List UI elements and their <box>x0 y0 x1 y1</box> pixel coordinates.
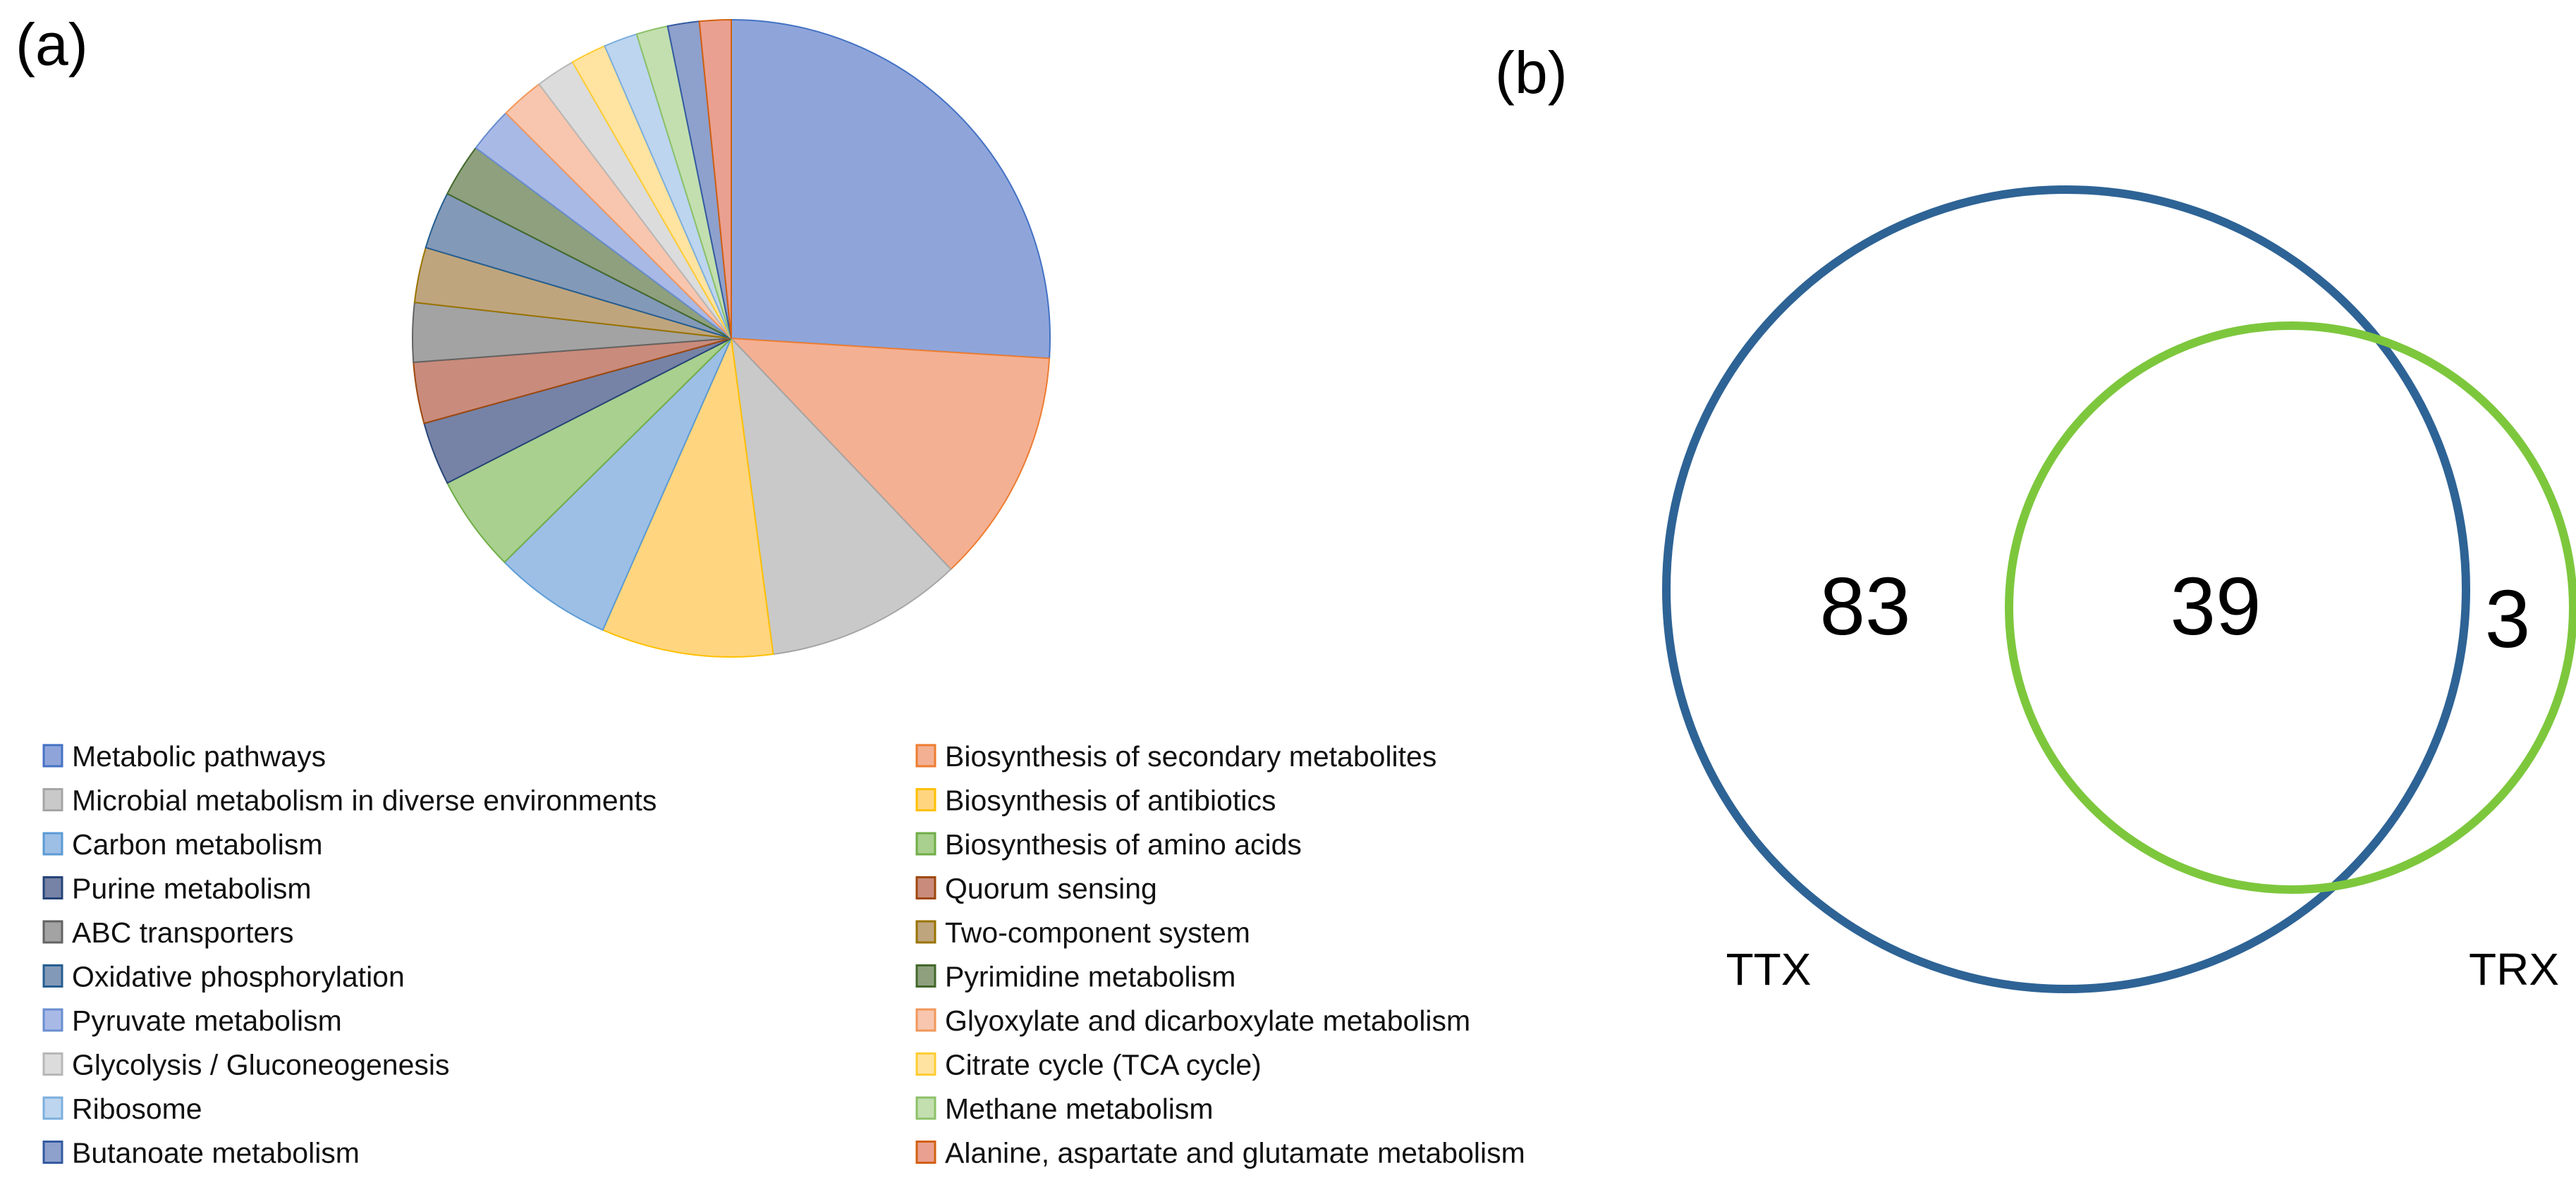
legend-item: Pyrimidine metabolism <box>915 961 1235 993</box>
legend-label: Quorum sensing <box>945 873 1157 905</box>
legend-swatch <box>42 1008 63 1032</box>
legend-label: Ribosome <box>72 1093 202 1125</box>
legend-label: ABC transporters <box>72 916 293 949</box>
legend-label: Purine metabolism <box>72 873 312 905</box>
pie-slice-carbon-metabolism <box>503 338 732 632</box>
venn-circle-trx <box>2005 321 2576 894</box>
legend-label: Biosynthesis of amino acids <box>945 828 1302 861</box>
legend-swatch <box>915 920 936 944</box>
legend-item: Ribosome <box>42 1093 202 1125</box>
legend-item: Glyoxylate and dicarboxylate metabolism <box>915 1004 1470 1037</box>
legend-swatch <box>42 832 63 856</box>
legend-label: Metabolic pathways <box>72 740 326 773</box>
legend-item: Glycolysis / Gluconeogenesis <box>42 1049 450 1081</box>
legend-label: Pyrimidine metabolism <box>945 961 1235 993</box>
legend-swatch <box>915 1052 936 1076</box>
legend-swatch <box>915 1141 936 1164</box>
pie-chart <box>412 18 1051 658</box>
legend-label: Methane metabolism <box>945 1093 1214 1125</box>
legend-item: Butanoate metabolism <box>42 1137 360 1169</box>
legend-swatch <box>42 788 63 811</box>
legend-label: Carbon metabolism <box>72 828 323 861</box>
legend-label: Biosynthesis of secondary metabolites <box>945 740 1436 773</box>
pie-slice-microbial-metabolism-in-diverse-environments <box>730 336 952 656</box>
legend-swatch <box>42 744 63 768</box>
legend-swatch <box>915 876 936 899</box>
legend-item: Metabolic pathways <box>42 740 326 773</box>
legend-label: Alanine, aspartate and glutamate metabol… <box>945 1137 1525 1169</box>
venn-label-ttx: TTX <box>1726 944 1812 995</box>
legend-label: Butanoate metabolism <box>72 1137 360 1169</box>
legend-swatch <box>915 788 936 811</box>
legend-label: Pyruvate metabolism <box>72 1004 342 1037</box>
legend-item: Methane metabolism <box>915 1093 1214 1125</box>
legend-swatch <box>915 744 936 768</box>
pie-legend: Metabolic pathways Biosynthesis of second… <box>42 740 1525 1169</box>
legend-swatch <box>42 1141 63 1164</box>
venn-count-ttx-only: 83 <box>1819 560 1910 652</box>
legend-item: Quorum sensing <box>915 873 1157 905</box>
legend-label: Citrate cycle (TCA cycle) <box>945 1049 1262 1081</box>
legend-item: Two-component system <box>915 916 1250 949</box>
legend-item: Biosynthesis of secondary metabolites <box>915 740 1436 773</box>
legend-swatch <box>915 832 936 856</box>
venn-label-trx: TRX <box>2469 944 2559 995</box>
legend-item: Microbial metabolism in diverse environm… <box>42 785 657 817</box>
legend-item: Oxidative phosphorylation <box>42 961 405 993</box>
legend-item: Carbon metabolism <box>42 828 323 861</box>
legend-swatch <box>915 1096 936 1120</box>
legend-swatch <box>42 964 63 988</box>
legend-swatch <box>915 1008 936 1032</box>
legend-swatch <box>42 920 63 944</box>
panel-label-a: (a) <box>16 11 88 78</box>
pie-slice-metabolic-pathways <box>731 18 1051 360</box>
legend-item: Citrate cycle (TCA cycle) <box>915 1049 1262 1081</box>
panel-label-b: (b) <box>1495 39 1568 106</box>
legend-swatch <box>42 1096 63 1120</box>
legend-item: Alanine, aspartate and glutamate metabol… <box>915 1137 1525 1169</box>
pie-slice-alanine-aspartate-and-glutamate-metabolism <box>698 18 732 339</box>
legend-label: Two-component system <box>945 916 1250 949</box>
legend-label: Biosynthesis of antibiotics <box>945 785 1276 817</box>
venn-count-trx-only: 3 <box>2485 573 2531 665</box>
legend-item: Purine metabolism <box>42 873 312 905</box>
venn-diagram: 83 39 3 TTX TRX <box>1662 185 2576 995</box>
pie-slice-biosynthesis-of-secondary-metabolites <box>729 337 1051 570</box>
legend-item: Pyruvate metabolism <box>42 1004 342 1037</box>
legend-swatch <box>42 876 63 899</box>
legend-item: ABC transporters <box>42 916 293 949</box>
venn-count-both: 39 <box>2170 560 2261 652</box>
legend-label: Glycolysis / Gluconeogenesis <box>72 1049 450 1081</box>
legend-swatch <box>915 964 936 988</box>
legend-item: Biosynthesis of amino acids <box>915 828 1302 861</box>
legend-label: Oxidative phosphorylation <box>72 961 405 993</box>
legend-swatch <box>42 1052 63 1076</box>
legend-label: Microbial metabolism in diverse environm… <box>72 785 657 817</box>
venn-circle-ttx <box>1662 185 2470 993</box>
legend-label: Glyoxylate and dicarboxylate metabolism <box>945 1004 1470 1037</box>
legend-item: Biosynthesis of antibiotics <box>915 785 1276 817</box>
pie-slice-biosynthesis-of-antibiotics <box>602 336 774 658</box>
